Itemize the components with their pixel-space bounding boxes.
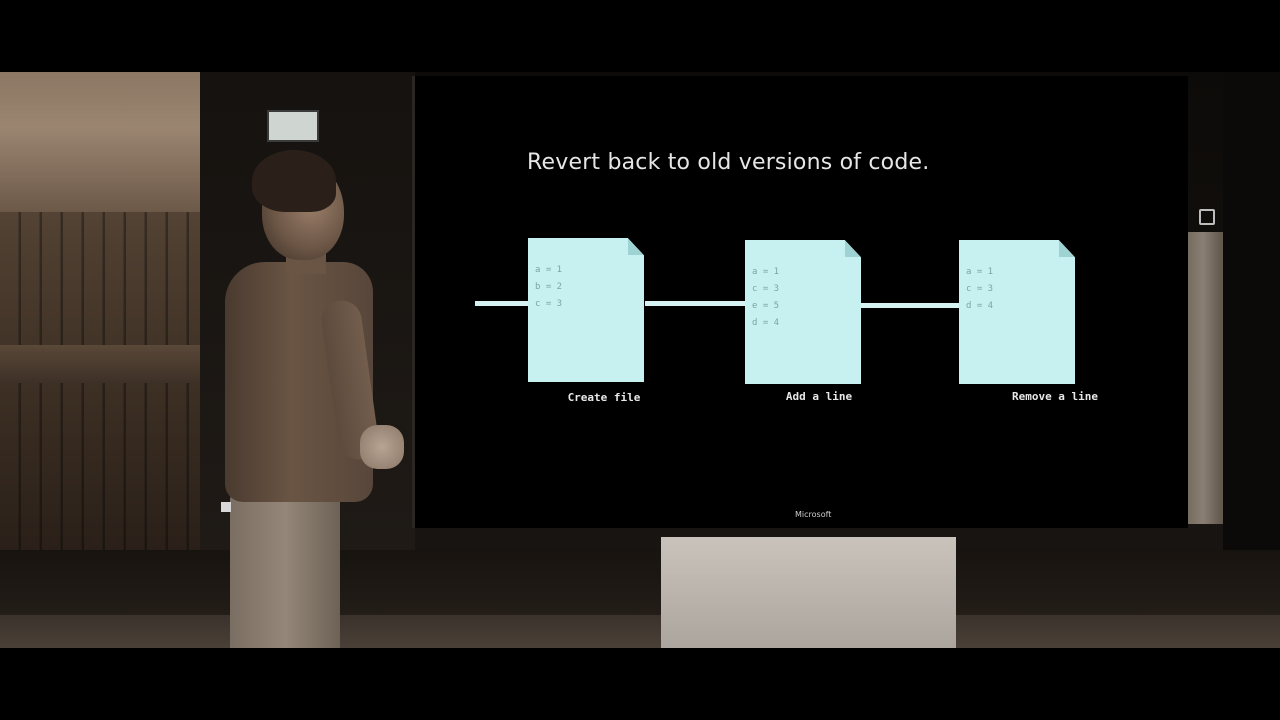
file-caption: Remove a line [1011,390,1099,403]
code-line: d = 4 [966,301,994,311]
letterbox-top [0,0,1280,72]
file-fold [628,238,644,255]
letterbox-bottom [0,648,1280,720]
right-pillar [1183,232,1223,524]
floor-edge [0,615,1280,648]
file-content: a = 1 c = 3 d = 4 [966,264,993,315]
screen-control-icon [1199,209,1215,225]
code-line: d = 4 [752,318,780,328]
timeline-line [859,303,961,308]
brand-logo-text: Microsoft [795,510,832,519]
timeline-line [645,301,747,306]
exit-sign [267,110,319,142]
wood-panel-upper [0,72,205,212]
slide-title: Revert back to old versions of code. [527,150,930,175]
code-line: a = 1 [752,267,780,277]
file-caption: Create file [567,391,641,404]
timeline-line [475,301,531,306]
code-line: b = 2 [535,282,563,292]
file-caption: Add a line [785,390,853,403]
code-line: a = 1 [535,265,563,275]
file-icon: a = 1 b = 2 c = 3 [528,238,644,382]
code-line: e = 5 [752,301,780,311]
file-icon: a = 1 c = 3 d = 4 [959,240,1075,384]
wood-ledge [0,345,215,383]
mic-pack [221,502,231,512]
presenter-legs [230,490,340,650]
code-line: c = 3 [752,284,780,294]
code-line: c = 3 [535,299,563,309]
file-fold [845,240,861,257]
presentation-screen: Revert back to old versions of code. a =… [412,76,1215,528]
file-icon: a = 1 c = 3 e = 5 d = 4 [745,240,861,384]
presenter-hand [360,425,404,469]
code-line: c = 3 [966,284,994,294]
presenter-hair [252,150,336,212]
right-wall [1223,72,1280,552]
file-fold [1059,240,1075,257]
file-content: a = 1 c = 3 e = 5 d = 4 [752,264,779,332]
file-content: a = 1 b = 2 c = 3 [535,262,562,313]
podium [661,537,956,648]
code-line: a = 1 [966,267,994,277]
